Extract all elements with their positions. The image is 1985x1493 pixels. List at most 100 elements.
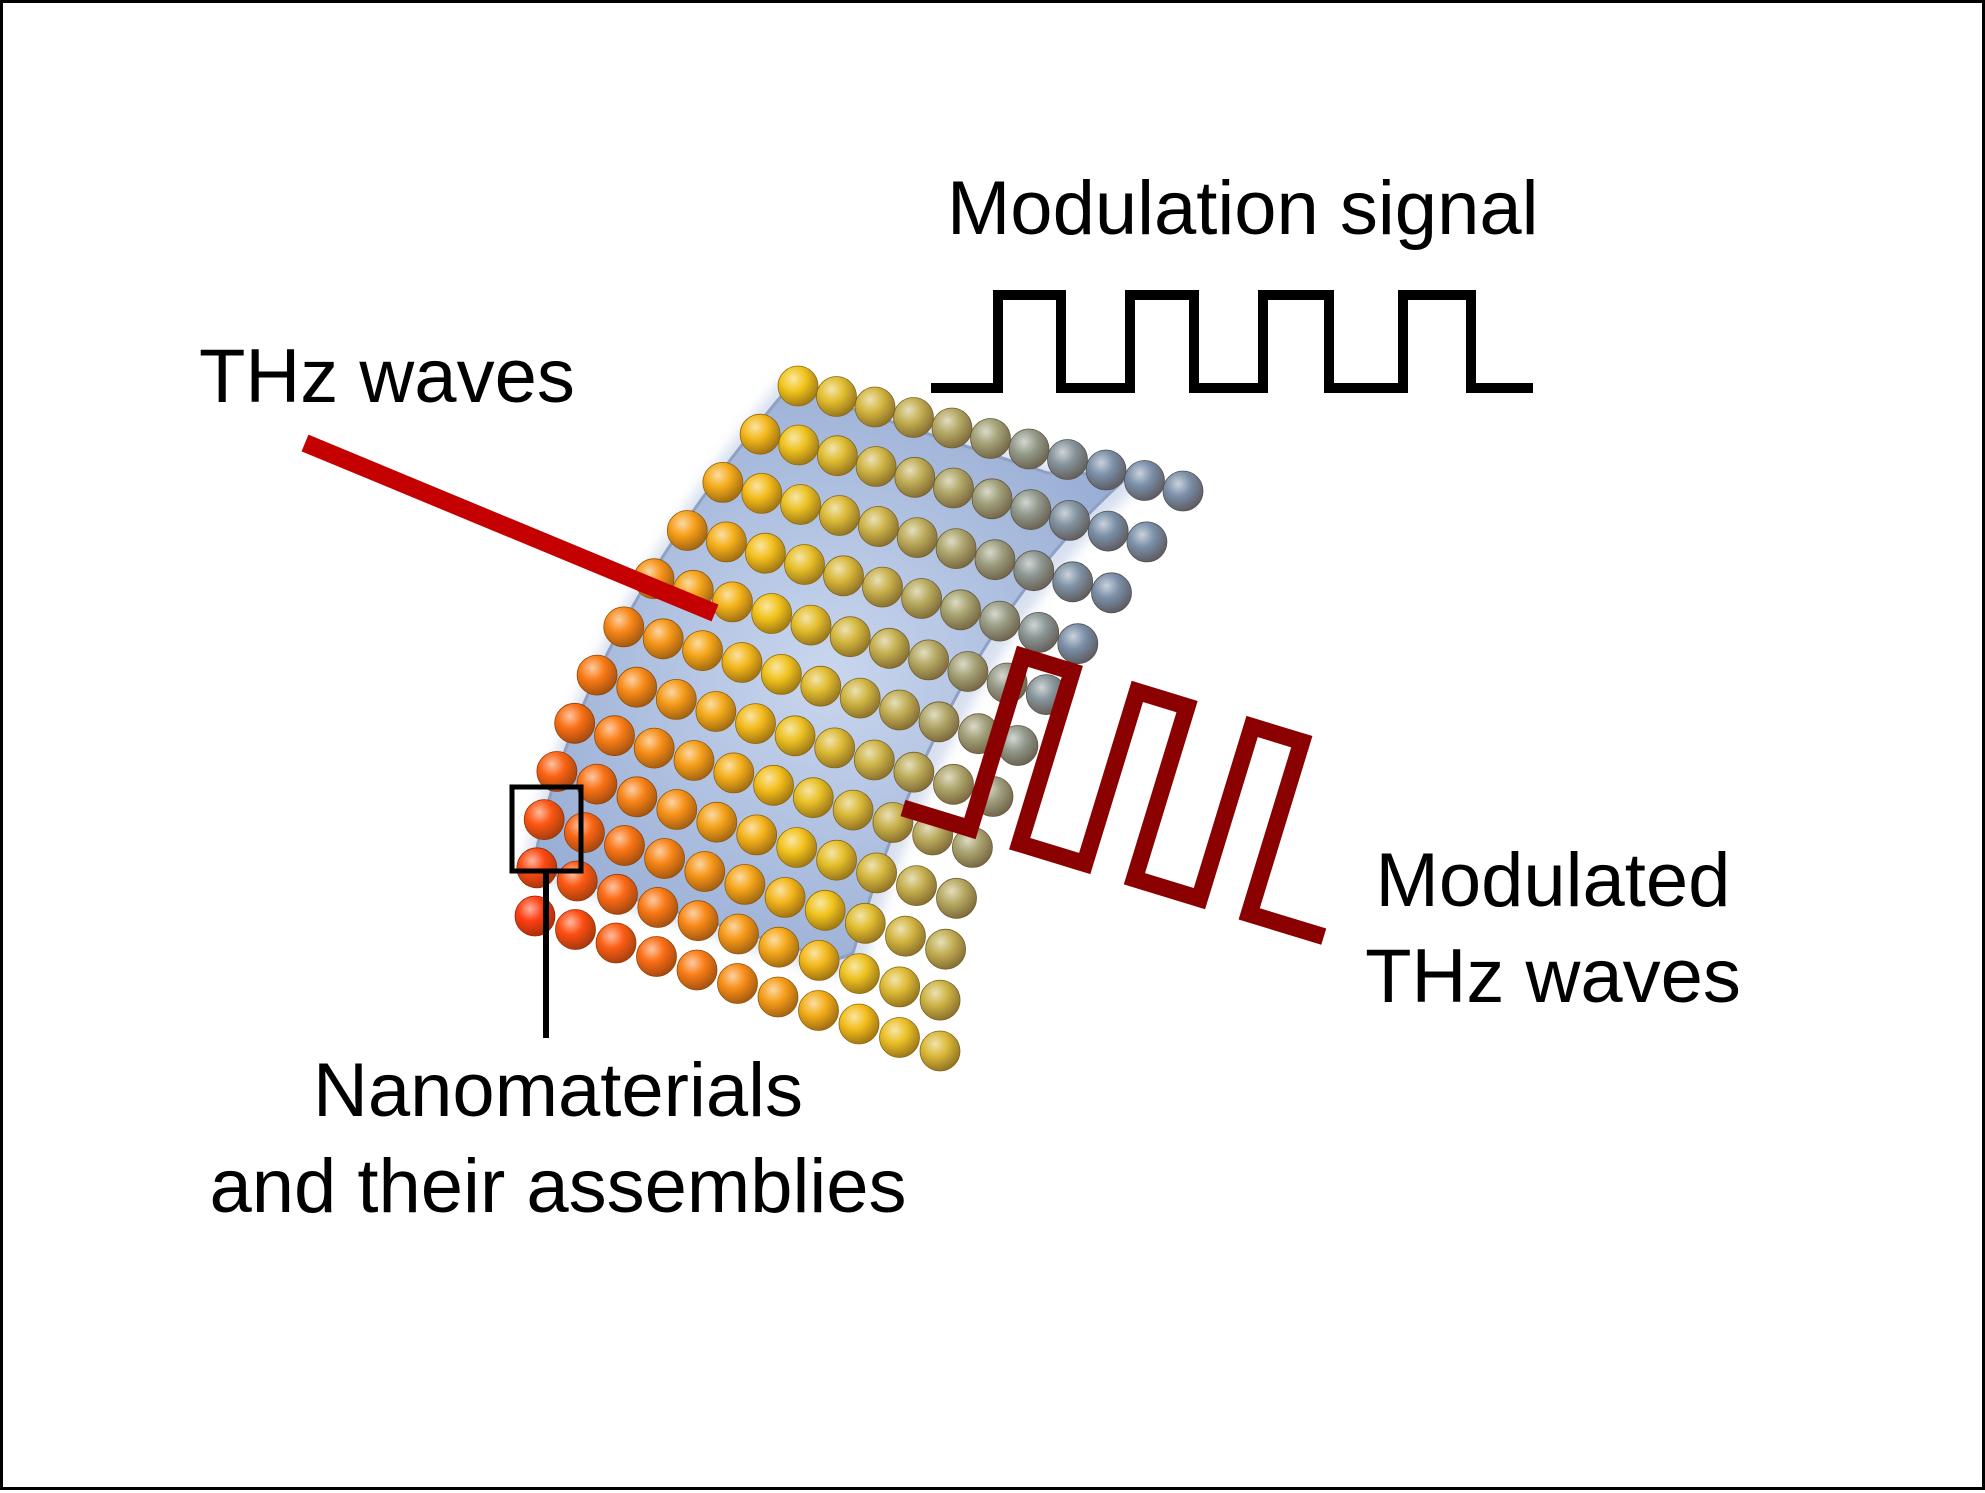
nanoparticle-sphere bbox=[718, 913, 759, 955]
nanoparticle-sphere bbox=[879, 966, 921, 1008]
nanoparticle-sphere bbox=[673, 740, 715, 781]
nanoparticle-sphere bbox=[838, 1003, 880, 1045]
nanoparticle-sphere bbox=[896, 865, 937, 906]
nanoparticle-sphere bbox=[816, 376, 857, 417]
nanoparticle-sphere bbox=[935, 528, 977, 569]
nanoparticle-sphere bbox=[523, 799, 565, 840]
nanoparticle-sphere bbox=[931, 407, 973, 449]
nanoparticle-sphere bbox=[893, 751, 935, 793]
nanoparticle-sphere bbox=[817, 435, 858, 477]
nanoparticle-sphere bbox=[790, 604, 832, 646]
nanoparticle-sphere bbox=[854, 386, 896, 428]
nanoparticle-sphere bbox=[933, 763, 974, 805]
nanoparticle-sphere bbox=[925, 928, 966, 970]
nanoparticle-sphere bbox=[804, 889, 846, 931]
nanoparticle-sphere bbox=[879, 689, 920, 731]
nanoparticle-sphere bbox=[751, 593, 793, 634]
nanoparticle-sphere bbox=[894, 456, 936, 498]
nanoparticle-sphere bbox=[853, 739, 895, 781]
nanoparticle-sphere bbox=[1057, 623, 1099, 665]
nanoparticle-sphere bbox=[554, 702, 596, 744]
nanoparticle-sphere bbox=[1124, 460, 1165, 501]
nanoparticle-sphere bbox=[656, 789, 698, 830]
nanoparticle-sphere bbox=[940, 589, 981, 631]
nanoparticle-sphere bbox=[736, 814, 778, 856]
nanoparticle-sphere bbox=[594, 715, 635, 757]
nanoparticle-sphere bbox=[564, 812, 605, 853]
nanoparticle-sphere bbox=[784, 544, 825, 585]
nanoparticle-sphere bbox=[862, 566, 903, 608]
modulation-signal-label: Modulation signal bbox=[947, 166, 1539, 251]
modulated-thz-waves-label: Modulated THz waves bbox=[1333, 833, 1773, 1025]
nanoparticle-sphere bbox=[971, 478, 1013, 520]
nanoparticle-sphere bbox=[536, 751, 578, 792]
nanoparticle-sphere bbox=[798, 940, 840, 981]
nanoparticle-sphere bbox=[712, 581, 753, 623]
nanoparticle-sphere bbox=[1013, 550, 1055, 592]
nanoparticle-sphere bbox=[555, 909, 596, 950]
nanoparticle-sphere bbox=[702, 461, 744, 503]
nanoparticle-sphere bbox=[933, 467, 974, 509]
nanoparticle-sphere bbox=[576, 654, 618, 696]
nanoparticle-sphere bbox=[724, 864, 766, 905]
nanoparticle-sphere bbox=[741, 472, 783, 514]
nanomaterial-thz-modulation-diagram bbox=[301, 290, 1533, 1072]
nanoparticle-sphere bbox=[893, 397, 934, 438]
nanoparticle-sphere bbox=[1047, 439, 1088, 480]
nanoparticle-sphere bbox=[839, 677, 881, 719]
nanoparticle-sphere bbox=[839, 953, 880, 994]
nanoparticle-sphere bbox=[774, 715, 816, 757]
nanoparticle-sphere bbox=[616, 666, 658, 708]
nanoparticle-sphere bbox=[816, 839, 857, 881]
nanoparticle-sphere bbox=[858, 506, 899, 547]
nanoparticle-sphere bbox=[717, 963, 758, 1004]
nanoparticle-sphere bbox=[595, 922, 637, 964]
nanoparticle-sphere bbox=[597, 873, 638, 915]
nanoparticle-sphere bbox=[696, 801, 738, 843]
nanoparticle-sphere bbox=[1126, 521, 1168, 563]
nanoparticle-sphere bbox=[1008, 428, 1050, 470]
nanoparticle-sphere bbox=[1087, 510, 1129, 552]
nanoparticle-sphere bbox=[832, 789, 874, 831]
nanoparticle-sphere bbox=[947, 651, 989, 692]
nanoparticle-sphere bbox=[682, 630, 723, 671]
nanoparticle-sphere bbox=[758, 926, 800, 968]
nanoparticle-sphere bbox=[979, 600, 1021, 642]
nanoparticle-array bbox=[514, 365, 1204, 1072]
nanoparticle-sphere bbox=[777, 365, 819, 407]
nanoparticle-sphere bbox=[844, 902, 886, 944]
nanoparticle-sphere bbox=[896, 517, 938, 558]
nanoparticle-sphere bbox=[970, 418, 1011, 459]
nanoparticle-sphere bbox=[644, 838, 685, 879]
nanoparticle-sphere bbox=[1018, 612, 1060, 653]
nanoparticle-sphere bbox=[901, 578, 942, 619]
nanoparticle-sphere bbox=[603, 606, 645, 648]
nanoparticle-sphere bbox=[919, 1030, 961, 1072]
nanoparticle-sphere bbox=[764, 877, 806, 918]
nanoparticle-sphere bbox=[676, 949, 718, 991]
nanoparticle-sphere bbox=[885, 915, 926, 957]
nanoparticle-sphere bbox=[829, 616, 871, 658]
nanoparticle-sphere bbox=[684, 851, 726, 892]
thz-waves-label: THz waves bbox=[199, 334, 575, 419]
nanoparticle-sphere bbox=[936, 877, 977, 919]
nanomaterials-label-line2: and their assemblies bbox=[209, 1144, 907, 1229]
nanoparticle-sphere bbox=[757, 976, 799, 1018]
nanoparticle-sphere bbox=[1091, 572, 1132, 614]
nanoparticle-sphere bbox=[677, 900, 719, 942]
nanoparticle-sphere bbox=[1049, 500, 1090, 541]
nanoparticle-sphere bbox=[745, 532, 786, 574]
nanoparticle-sphere bbox=[761, 654, 802, 695]
nanoparticle-sphere bbox=[642, 618, 684, 660]
nanoparticle-sphere bbox=[856, 852, 897, 894]
nanoparticle-sphere bbox=[636, 936, 677, 977]
modulated-label-line1: Modulated bbox=[1375, 838, 1731, 923]
nanoparticle-sphere bbox=[918, 701, 960, 743]
nanoparticle-sphere bbox=[800, 665, 842, 707]
nanoparticle-sphere bbox=[908, 639, 949, 681]
nanoparticle-sphere bbox=[616, 776, 658, 818]
nanoparticle-sphere bbox=[1162, 470, 1204, 512]
nanoparticle-sphere bbox=[869, 627, 910, 669]
nanoparticle-sphere bbox=[604, 825, 645, 866]
